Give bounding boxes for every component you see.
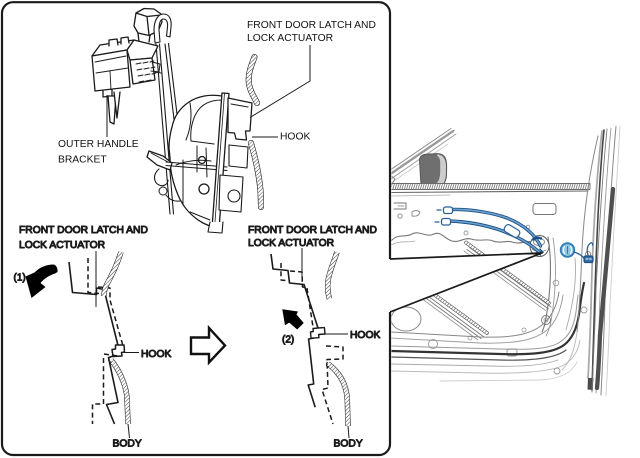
svg-text:LOCK ACTUATOR: LOCK ACTUATOR xyxy=(19,240,105,251)
svg-text:(1): (1) xyxy=(14,273,26,284)
svg-text:BODY: BODY xyxy=(334,439,363,450)
svg-text:LOCK ACTUATOR: LOCK ACTUATOR xyxy=(248,238,334,249)
svg-text:FRONT DOOR LATCH AND: FRONT DOOR LATCH AND xyxy=(247,20,376,31)
svg-text:BRACKET: BRACKET xyxy=(58,155,107,166)
svg-text:OUTER HANDLE: OUTER HANDLE xyxy=(58,139,139,150)
svg-text:BODY: BODY xyxy=(113,439,142,450)
svg-text:HOOK: HOOK xyxy=(141,349,171,360)
svg-text:HOOK: HOOK xyxy=(350,330,380,341)
svg-text:FRONT DOOR LATCH AND: FRONT DOOR LATCH AND xyxy=(19,225,148,236)
svg-text:HOOK: HOOK xyxy=(280,132,310,143)
svg-text:LOCK ACTUATOR: LOCK ACTUATOR xyxy=(247,33,333,44)
svg-text:(2): (2) xyxy=(282,335,294,346)
svg-text:FRONT DOOR LATCH AND: FRONT DOOR LATCH AND xyxy=(248,225,377,236)
